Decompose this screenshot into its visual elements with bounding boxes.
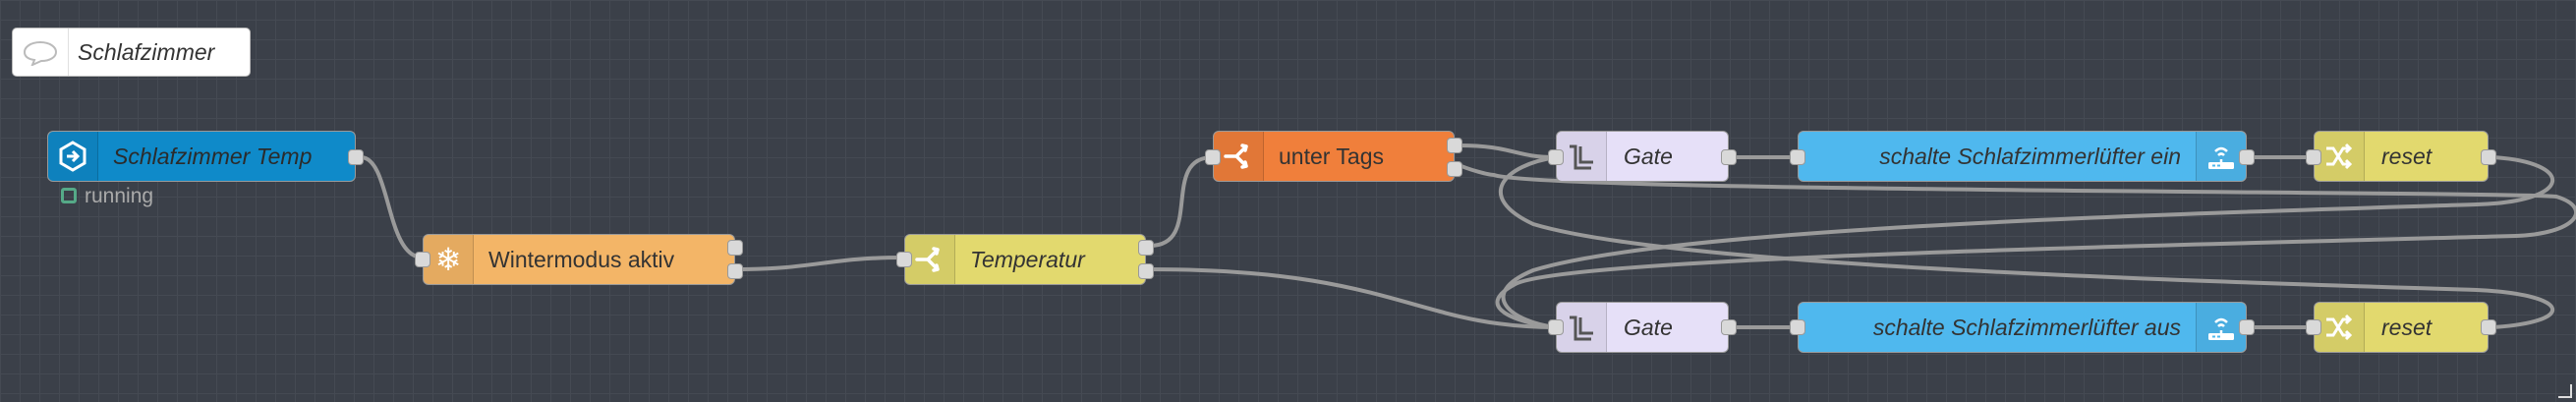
node-unter-tags[interactable]: unter Tags xyxy=(1213,131,1455,182)
node-label: reset xyxy=(2381,144,2433,169)
speech-bubble-icon xyxy=(23,40,58,66)
status-dot-icon xyxy=(61,188,77,203)
node-wintermodus-aktiv[interactable]: ❄ Wintermodus aktiv xyxy=(423,234,735,285)
output-port[interactable] xyxy=(2239,319,2255,335)
output-port-1[interactable] xyxy=(1447,138,1462,153)
input-port[interactable] xyxy=(1790,149,1805,165)
node-label: Temperatur xyxy=(970,247,1085,272)
wire-winter-temperatur[interactable] xyxy=(734,256,905,271)
node-gate-2[interactable]: Gate xyxy=(1556,302,1729,353)
inject-icon-box xyxy=(48,132,98,181)
fan-off-icon-box xyxy=(2196,303,2246,352)
reset-icon-box xyxy=(2315,132,2365,181)
input-port[interactable] xyxy=(1790,319,1805,335)
arrow-circle-icon xyxy=(59,141,86,172)
gate-icon-box xyxy=(1557,303,1607,352)
node-gate-1[interactable]: Gate xyxy=(1556,131,1729,182)
output-port[interactable] xyxy=(1721,319,1737,335)
output-port-1[interactable] xyxy=(1138,240,1154,256)
node-label: schalte Schlafzimmerlüfter aus xyxy=(1872,315,2181,340)
reset-icon-box xyxy=(2315,303,2365,352)
wire-tags-gate1[interactable] xyxy=(1458,144,1557,159)
shuffle-icon xyxy=(2326,143,2353,170)
router-icon xyxy=(2208,146,2234,169)
node-reset-2[interactable]: reset xyxy=(2314,302,2489,353)
switch-icon xyxy=(1224,144,1248,169)
status-text: running xyxy=(85,185,154,207)
wire-inject-winter[interactable] xyxy=(360,155,424,259)
canvas-resize-corner[interactable] xyxy=(2558,384,2572,398)
wire-temperatur-gate2[interactable] xyxy=(1149,267,1557,329)
output-port[interactable] xyxy=(2239,149,2255,165)
input-port[interactable] xyxy=(1205,149,1221,165)
node-temperatur[interactable]: Temperatur xyxy=(904,234,1146,285)
wire-tags-gate2[interactable] xyxy=(1442,144,2576,329)
node-fan-on[interactable]: schalte Schlafzimmerlüfter ein xyxy=(1798,131,2247,182)
output-port[interactable] xyxy=(2481,149,2496,165)
node-reset-1[interactable]: reset xyxy=(2314,131,2489,182)
node-label: unter Tags xyxy=(1279,144,1384,169)
node-label: Gate xyxy=(1624,144,1673,169)
router-icon xyxy=(2208,317,2234,340)
output-port[interactable] xyxy=(2481,319,2496,335)
wire-reset2-gate1[interactable] xyxy=(1498,155,2555,329)
node-label: Gate xyxy=(1624,315,1673,340)
switch-icon xyxy=(915,247,940,272)
node-label: Schlafzimmer Temp xyxy=(113,144,313,169)
node-label: schalte Schlafzimmerlüfter ein xyxy=(1879,144,2181,169)
gate-icon xyxy=(1570,144,1593,170)
shuffle-icon xyxy=(2326,314,2353,341)
node-label: Wintermodus aktiv xyxy=(488,247,675,272)
input-port[interactable] xyxy=(1548,149,1564,165)
input-port[interactable] xyxy=(896,252,912,267)
input-port[interactable] xyxy=(1548,319,1564,335)
comment-node[interactable]: Schlafzimmer xyxy=(12,28,251,77)
gate-icon xyxy=(1570,316,1593,341)
tags-icon-box xyxy=(1214,132,1264,181)
output-port[interactable] xyxy=(1721,149,1737,165)
output-port-2[interactable] xyxy=(727,263,743,279)
temperatur-icon-box xyxy=(905,235,955,284)
input-port[interactable] xyxy=(2306,319,2321,335)
output-port-2[interactable] xyxy=(1447,161,1462,177)
wire-temperatur-tags[interactable] xyxy=(1149,155,1214,248)
output-port[interactable] xyxy=(348,149,364,165)
node-schlafzimmer-temp[interactable]: Schlafzimmer Temp xyxy=(47,131,356,182)
output-port-2[interactable] xyxy=(1138,263,1154,279)
output-port-1[interactable] xyxy=(727,240,743,256)
node-label: reset xyxy=(2381,315,2433,340)
input-port[interactable] xyxy=(415,252,430,267)
comment-label: Schlafzimmer xyxy=(78,39,215,65)
comment-divider xyxy=(68,29,69,76)
input-port[interactable] xyxy=(2306,149,2321,165)
snowflake-icon: ❄ xyxy=(434,241,462,278)
winter-icon-box: ❄ xyxy=(424,235,474,284)
gate-icon-box xyxy=(1557,132,1607,181)
fan-on-icon-box xyxy=(2196,132,2246,181)
wire-reset1-gate2[interactable] xyxy=(1501,155,2555,329)
node-fan-off[interactable]: schalte Schlafzimmerlüfter aus xyxy=(1798,302,2247,353)
